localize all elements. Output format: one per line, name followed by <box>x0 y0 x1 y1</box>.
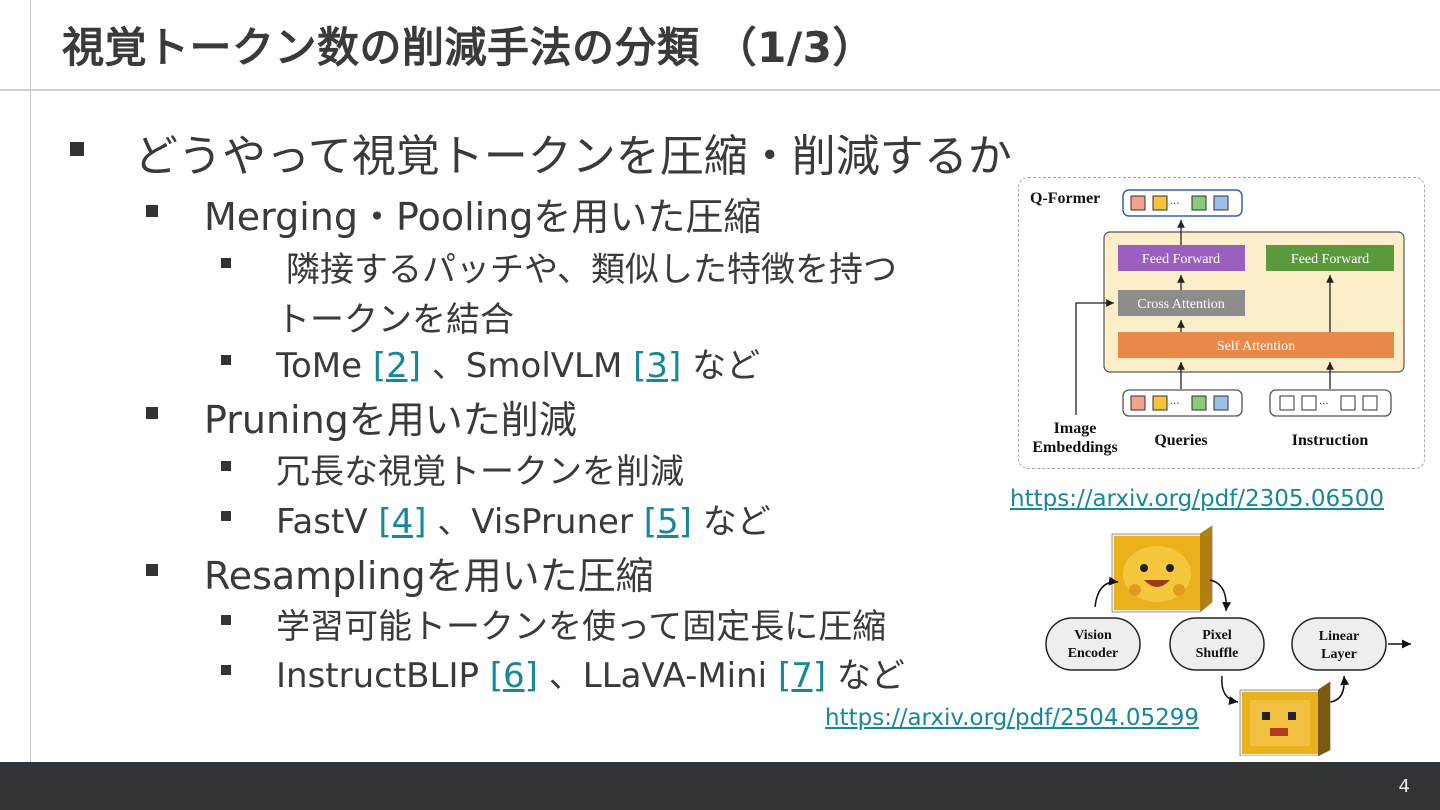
qformer-title: Q-Former <box>1030 190 1100 207</box>
merging-desc-line1: 隣接するパッチや、類似した特徴を持つ <box>286 250 897 290</box>
pruning-examples: FastV [4] 、VisPruner [5] など <box>276 494 771 543</box>
bullet-l1 <box>70 142 84 156</box>
bullet-pruning-examples <box>221 511 231 521</box>
feed-forward-right-label: Feed Forward <box>1291 252 1369 267</box>
image-embeddings-label-1: Image <box>1054 420 1097 437</box>
ref-link-3[interactable]: [3] <box>633 346 682 386</box>
cross-attention-block <box>1118 290 1245 316</box>
instruction-ellipsis: ··· <box>1319 399 1329 410</box>
pixel-shuffle-label-1: Pixel <box>1202 628 1232 643</box>
title-divider <box>0 89 1440 91</box>
smolvlm-diagram: Vision Encoder Pixel Shuffle Linear Laye… <box>1045 525 1411 756</box>
vision-encoder-node <box>1045 617 1141 671</box>
main-question: どうやって視覚トークンを圧縮・削減するか <box>134 131 1012 182</box>
qformer-figure-frame <box>1018 177 1425 469</box>
token-green <box>1191 195 1207 211</box>
pruning-label: Pruningを用いた削減 <box>204 398 577 442</box>
merging-label: Merging・Poolingを用いた圧縮 <box>204 195 762 239</box>
left-guide-line <box>30 0 31 762</box>
resampling-label: Resamplingを用いた圧縮 <box>204 554 654 598</box>
linear-layer-node <box>1291 617 1387 671</box>
feed-forward-left <box>1118 245 1245 271</box>
smolvlm-source-link[interactable]: https://arxiv.org/pdf/2504.05299 <box>825 705 1200 731</box>
linear-layer-label-1: Linear <box>1319 629 1359 644</box>
query-ellipsis: ··· <box>1170 399 1180 410</box>
merging-desc-line2: トークンを結合 <box>276 300 514 340</box>
token-red <box>1130 195 1146 211</box>
ref-link-5[interactable]: [5] <box>643 502 692 542</box>
resampling-examples: InstructBLIP [6] 、LLaVA-Mini [7] など <box>276 648 905 697</box>
bullet-merging-desc <box>221 258 231 268</box>
ref-link-2[interactable]: [2] <box>372 346 422 386</box>
examples-suffix: など <box>681 346 761 386</box>
emoji-cube-image-bottom <box>1239 681 1331 756</box>
feed-forward-left-label: Feed Forward <box>1142 252 1220 267</box>
pixel-shuffle-label-2: Shuffle <box>1196 646 1239 661</box>
token-ellipsis: ··· <box>1170 199 1180 210</box>
bullet-merging-examples <box>221 355 231 365</box>
self-attention-label: Self Attention <box>1217 339 1295 354</box>
cross-attention-label: Cross Attention <box>1137 297 1225 312</box>
bullet-resampling-desc <box>221 615 231 625</box>
emoji-cube-image-top <box>1111 525 1213 613</box>
qformer-diagram: Q-Former ··· Feed Forward Feed Forward C… <box>1030 189 1405 456</box>
example-instructblip: InstructBLIP <box>276 656 490 696</box>
ref-link-6[interactable]: [6] <box>489 656 538 696</box>
vision-encoder-label-2: Encoder <box>1068 646 1119 661</box>
bullet-resampling <box>146 564 158 576</box>
bullet-pruning-desc <box>221 461 231 471</box>
vision-encoder-label-1: Vision <box>1074 628 1112 643</box>
image-embeddings-label-2: Embeddings <box>1032 439 1117 456</box>
bullet-pruning <box>146 407 158 419</box>
linear-layer-label-2: Layer <box>1321 647 1357 662</box>
footer-bar: 4 <box>0 762 1440 810</box>
queries-label: Queries <box>1154 432 1207 449</box>
token-blue <box>1213 195 1229 211</box>
merging-examples: ToMe [2] 、SmolVLM [3] など <box>276 338 760 387</box>
pixel-shuffle-node <box>1169 617 1265 671</box>
example-llava-mini: 、LLaVA-Mini <box>537 656 778 696</box>
instruction-token-row <box>1269 389 1392 417</box>
example-vispruner: 、VisPruner <box>426 502 644 542</box>
ref-link-7[interactable]: [7] <box>777 656 827 696</box>
token-yellow <box>1152 195 1168 211</box>
pruning-desc: 冗長な視覚トークンを削減 <box>276 452 684 492</box>
bullet-resampling-examples <box>221 665 231 675</box>
example-tome: ToMe <box>276 346 373 386</box>
example-smolvlm: 、SmolVLM <box>421 346 634 386</box>
resampling-desc: 学習可能トークンを使って固定長に圧縮 <box>276 607 887 647</box>
example-fastv: FastV <box>276 502 379 542</box>
bullet-merging <box>146 205 158 217</box>
page-title: 視覚トークン数の削減手法の分類 （1/3） <box>62 23 875 72</box>
examples-suffix: など <box>826 656 905 696</box>
instruction-label: Instruction <box>1292 432 1369 449</box>
feed-forward-right <box>1266 245 1394 271</box>
self-attention-block <box>1118 332 1394 358</box>
examples-suffix: など <box>691 502 771 542</box>
page-number: 4 <box>1398 776 1410 797</box>
qformer-source-link[interactable]: https://arxiv.org/pdf/2305.06500 <box>1010 486 1385 512</box>
ref-link-4[interactable]: [4] <box>378 502 427 542</box>
